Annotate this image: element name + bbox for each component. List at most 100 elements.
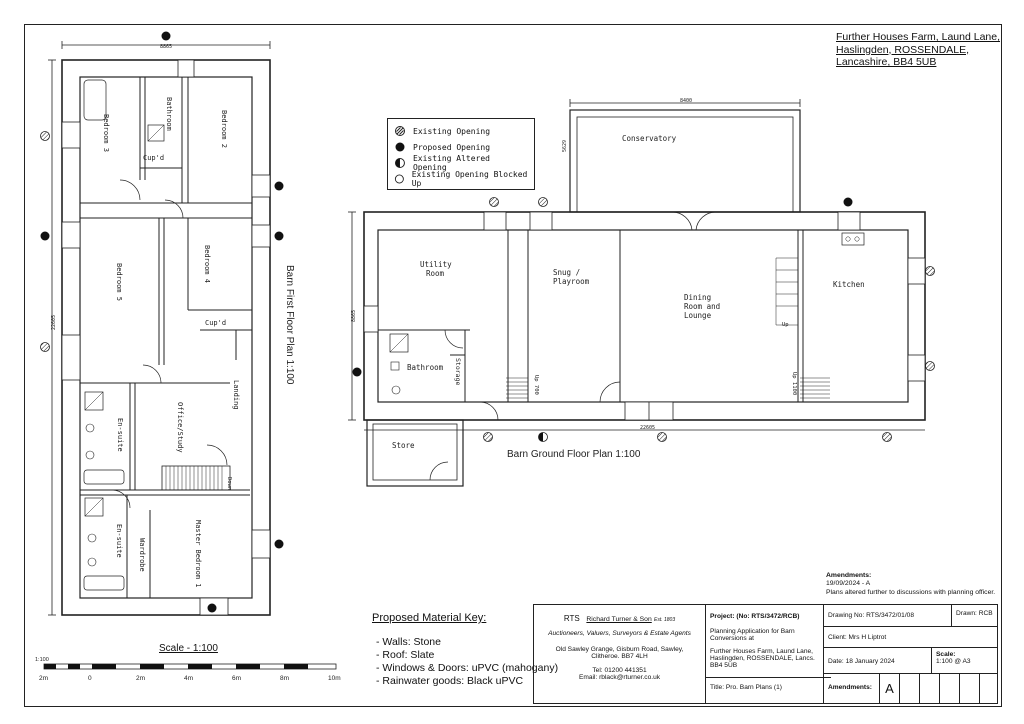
room-bathroom-ff: Bathroom	[165, 97, 173, 131]
material-key-heading: Proposed Material Key:	[372, 612, 487, 624]
project-address: Further Houses Farm, Laund Lane, Hasling…	[710, 648, 815, 669]
room-ensuite-2: En-suite	[115, 524, 123, 558]
scale-tick-label: 4m	[184, 675, 193, 682]
drawn-by: Drawn: RCB	[952, 605, 997, 627]
room-conservatory: Conservatory	[622, 134, 677, 143]
drawing-info-panel: Drawing No: RTS/3472/01/08 Drawn: RCB Cl…	[824, 605, 997, 703]
room-down: Down	[226, 477, 232, 490]
amendments-note: Amendments: 19/09/2024 - A Plans altered…	[826, 572, 995, 597]
company-tel: Tel: 01200 441351	[592, 667, 647, 674]
scale-tick-label: 8m	[280, 675, 289, 682]
legend-item: Existing Opening Blocked Up	[394, 170, 528, 188]
company-panel: RTS Richard Turner & Son Est. 1803 Aucti…	[534, 605, 706, 703]
room-store: Store	[392, 441, 415, 450]
room-landing: Landing	[232, 380, 240, 410]
scale-value: 1:100 @ A3	[936, 658, 971, 665]
legend-item: Existing Opening	[394, 123, 528, 139]
project-number: Project: (No: RTS/3472/RCB)	[710, 613, 800, 620]
room-cupd-1: Cup'd	[143, 154, 164, 162]
scale-label: Scale:	[936, 651, 956, 658]
company-services: Auctioneers, Valuers, Surveyors & Estate…	[548, 630, 691, 637]
material-item: Roof: Slate	[376, 649, 558, 661]
material-item: Windows & Doors: uPVC (mahogany)	[376, 662, 558, 674]
legend-label: Existing Opening	[413, 126, 491, 136]
stair-up-700: Up 700	[533, 375, 539, 395]
gf-plan-title: Barn Ground Floor Plan 1:100	[507, 449, 641, 460]
room-kitchen: Kitchen	[833, 280, 865, 289]
room-office: Office/Study	[176, 402, 184, 453]
legend-label: Existing Altered Opening	[412, 154, 490, 172]
scale-tick-label: 10m	[328, 675, 341, 682]
legend-label: Proposed Opening	[413, 142, 491, 152]
company-name: Richard Turner & Son	[586, 616, 652, 623]
scale-bar: 1:100 2m 0 2m 4m 6m 8m 10m	[35, 657, 341, 682]
company-est: Est. 1803	[653, 617, 676, 623]
opening-legend: Existing Opening Proposed Opening Existi…	[387, 118, 535, 190]
stair-up-1100: Up 1100	[791, 372, 797, 395]
room-wardrobe: Wardrobe	[138, 538, 146, 572]
first-floor-plan: 8865	[40, 31, 295, 616]
material-key: Proposed Material Key: Walls: Stone Roof…	[372, 612, 558, 688]
gf-width-dim: 22605	[640, 425, 655, 431]
amendments-date: 19/09/2024 - A	[826, 580, 871, 588]
proposed-opening-icon	[395, 142, 405, 152]
amendments-label: Amendments:	[824, 674, 880, 703]
room-master: Master Bedroom 1	[194, 520, 202, 587]
drawing-number: Drawing No: RTS/3472/01/08	[824, 605, 952, 627]
address-line-3: Lancashire, BB4 5UB	[836, 56, 937, 68]
scale-ratio: 1:100	[35, 657, 49, 663]
amendment-slot	[960, 674, 980, 703]
ff-height-dim: 22605	[51, 315, 57, 330]
room-storage: Storage	[454, 358, 462, 385]
project-description: Planning Application for Barn Conversion…	[710, 628, 795, 642]
room-cupd-2: Cup'd	[205, 319, 226, 327]
amendment-slot	[920, 674, 940, 703]
material-item: Rainwater goods: Black uPVC	[376, 675, 558, 687]
revision-letter: A	[880, 674, 900, 703]
scale-tick-label: 2m	[39, 675, 48, 682]
company-address: Old Sawley Grange, Gisburn Road, Sawley,…	[555, 646, 684, 660]
blocked-opening-icon	[394, 174, 404, 184]
legend-item: Existing Altered Opening	[394, 154, 528, 172]
client-name: Client: Mrs H Liptrot	[824, 627, 997, 648]
company-email: Email: rblack@rturner.co.uk	[578, 674, 661, 681]
legend-label: Existing Opening Blocked Up	[411, 170, 528, 188]
amendments-text: Plans altered further to discussions wit…	[826, 588, 996, 596]
scale-tick-label: 6m	[232, 675, 241, 682]
room-ensuite-1: En-suite	[116, 418, 124, 452]
conservatory-width-dim: 8400	[680, 98, 692, 104]
drawing-date: Date: 18 January 2024	[824, 648, 932, 674]
amendment-slot	[900, 674, 920, 703]
title-block: RTS Richard Turner & Son Est. 1803 Aucti…	[533, 604, 998, 704]
site-address: Further Houses Farm, Laund Lane, Hasling…	[836, 31, 1000, 69]
gf-height-dim: 8865	[351, 310, 357, 322]
project-panel: Project: (No: RTS/3472/RCB) Planning App…	[706, 605, 831, 703]
conservatory-height-dim: 5629	[562, 140, 568, 152]
room-bathroom-gf: Bathroom	[407, 363, 444, 372]
company-short: RTS	[563, 614, 580, 623]
scale-tick-label: 0	[88, 675, 92, 682]
ff-plan-title: Barn First Floor Plan 1:100	[284, 265, 295, 385]
room-bedroom3: Bedroom 3	[102, 114, 110, 152]
address-line-2: Haslingden, ROSSENDALE,	[836, 43, 970, 56]
scale-cell: Scale: 1:100 @ A3	[932, 648, 997, 674]
room-bedroom2: Bedroom 2	[220, 110, 228, 148]
legend-item: Proposed Opening	[394, 139, 528, 155]
address-line-1: Further Houses Farm, Laund Lane,	[836, 31, 1001, 43]
scale-title: Scale - 1:100	[159, 643, 218, 654]
drawing-title: Title: Pro. Barn Plans (1)	[706, 677, 831, 697]
altered-opening-icon	[394, 158, 405, 168]
existing-opening-icon	[395, 126, 405, 136]
scale-tick-label: 2m	[136, 675, 145, 682]
stair-up: Up	[782, 322, 789, 328]
room-snug: Snug /Playroom	[553, 268, 590, 286]
amendment-slot	[940, 674, 960, 703]
room-bedroom4: Bedroom 4	[203, 245, 211, 283]
ff-width-dim: 8865	[160, 44, 172, 50]
drawing-frame	[24, 24, 1002, 707]
material-item: Walls: Stone	[376, 636, 558, 648]
ground-floor-plan: 8400 5629 22605	[348, 98, 935, 487]
